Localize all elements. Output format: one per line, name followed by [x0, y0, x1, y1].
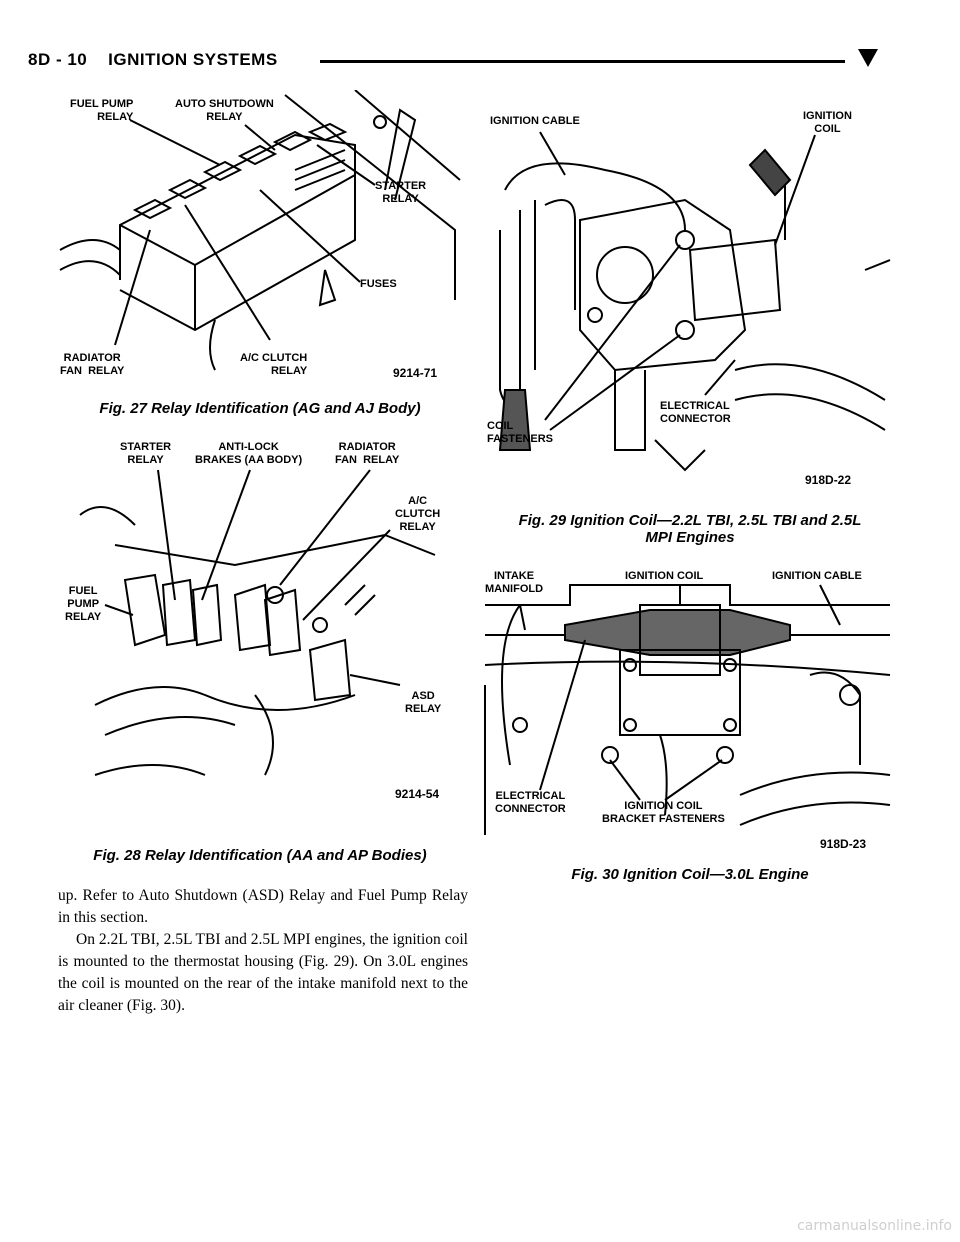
- label-intake-manifold: INTAKE MANIFOLD: [485, 570, 544, 595]
- fig30-illustration: INTAKE MANIFOLD IGNITION COIL IGNITION C…: [480, 565, 900, 855]
- figure-ref-918d-23: 918D-23: [820, 837, 867, 851]
- fig28-caption: Fig. 28 Relay Identification (AA and AP …: [93, 847, 427, 864]
- body-paragraph-1: up. Refer to Auto Shutdown (ASD) Relay a…: [58, 887, 468, 926]
- header-triangle-icon: [858, 49, 878, 67]
- label-radiator-fan-relay: RADIATOR FAN RELAY: [335, 441, 400, 466]
- label-bracket-fasteners: IGNITION COIL BRACKET FASTENERS: [602, 800, 725, 825]
- label-fuel-pump-relay: FUEL PUMP RELAY: [70, 98, 134, 123]
- fig29-caption: Fig. 29 Ignition Coil—2.2L TBI, 2.5L TBI…: [518, 512, 862, 546]
- label-starter-relay: STARTER RELAY: [375, 180, 427, 205]
- fig27-illustration: FUEL PUMP RELAY AUTO SHUTDOWN RELAY STAR…: [55, 89, 465, 390]
- body-paragraph-2: On 2.2L TBI, 2.5L TBI and 2.5L MPI engin…: [58, 931, 468, 1014]
- label-electrical-connector: ELECTRICAL CONNECTOR: [495, 790, 566, 815]
- fig29-illustration: IGNITION CABLE IGNITION COIL COIL FASTEN…: [485, 90, 895, 495]
- label-auto-shutdown-relay: AUTO SHUTDOWN RELAY: [175, 98, 274, 123]
- label-fuses: FUSES: [360, 278, 397, 290]
- ignition-coil-drawing: [498, 131, 891, 472]
- label-starter-relay: STARTER RELAY: [120, 441, 172, 466]
- body-text: up. Refer to Auto Shutdown (ASD) Relay a…: [58, 885, 468, 1017]
- label-anti-lock-brakes: ANTI-LOCK BRAKES (AA BODY): [195, 441, 303, 466]
- label-radiator-fan-relay: RADIATOR FAN RELAY: [60, 352, 125, 377]
- fig30-caption: Fig. 30 Ignition Coil—3.0L Engine: [571, 866, 809, 883]
- ignition-coil-3l-drawing: [484, 584, 891, 835]
- figure-ref-918d-22: 918D-22: [805, 473, 852, 487]
- label-fuel-pump-relay: FUEL PUMP RELAY: [65, 585, 102, 623]
- label-ignition-cable: IGNITION CABLE: [772, 570, 862, 582]
- relay-box-drawing: [59, 89, 461, 371]
- label-asd-relay: ASD RELAY: [405, 690, 442, 715]
- relay-engine-drawing: [79, 469, 436, 776]
- label-ac-clutch-relay: A/C CLUTCH RELAY: [240, 352, 308, 377]
- page-header-title: 8D - 10 IGNITION SYSTEMS: [28, 50, 278, 69]
- label-ignition-coil: IGNITION COIL: [803, 110, 852, 135]
- header-rule: [320, 60, 845, 63]
- site-watermark: carmanualsonline.info: [797, 1218, 952, 1234]
- label-ignition-cable: IGNITION CABLE: [490, 115, 580, 127]
- figure-ref-9214-54: 9214-54: [395, 787, 440, 801]
- label-ac-clutch-relay: A/C CLUTCH RELAY: [395, 495, 441, 533]
- fig27-caption: Fig. 27 Relay Identification (AG and AJ …: [99, 400, 421, 417]
- label-ignition-coil: IGNITION COIL: [625, 570, 704, 582]
- figure-ref-9214-71: 9214-71: [393, 366, 438, 380]
- label-electrical-connector: ELECTRICAL CONNECTOR: [660, 400, 731, 425]
- label-coil-fasteners: COIL FASTENERS: [487, 420, 554, 445]
- fig28-illustration: STARTER RELAY ANTI-LOCK BRAKES (AA BODY)…: [55, 435, 465, 810]
